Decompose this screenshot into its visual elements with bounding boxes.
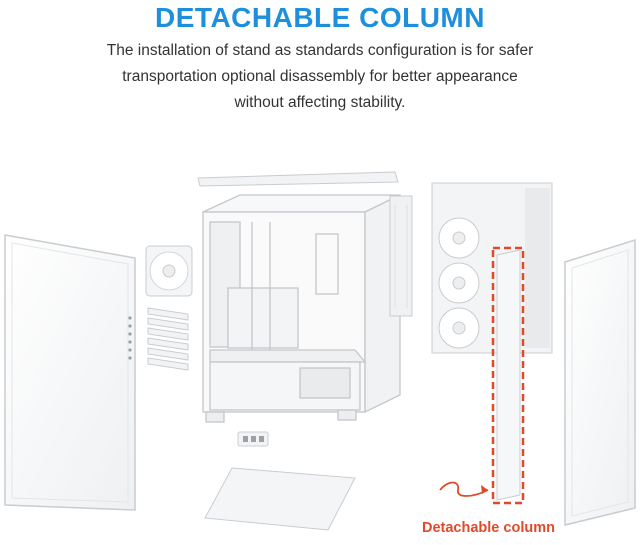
description-line: transportation optional disassembly for … [122,68,518,85]
top-panel [197,171,399,187]
description: The installation of stand as standards c… [40,38,600,116]
fan-icon [438,262,480,304]
right-glass-panel [564,238,636,526]
callout-label: Detachable column [422,520,555,536]
pci-slot-covers [147,307,189,371]
description-line: without affecting stability. [234,94,406,111]
single-fan [145,245,193,297]
left-glass-panel [4,234,136,511]
page-title: DETACHABLE COLUMN [155,2,485,33]
fan-icon [438,217,480,259]
detachable-column [491,246,525,505]
main-chassis [202,193,401,423]
io-bracket [237,431,269,447]
description-line: The installation of stand as standards c… [106,42,534,59]
callout-arrow [439,481,489,497]
side-column-strip [389,195,413,317]
fan-icon [438,307,480,349]
column-highlight-box [491,246,525,505]
bottom-dust-filter [204,467,356,531]
